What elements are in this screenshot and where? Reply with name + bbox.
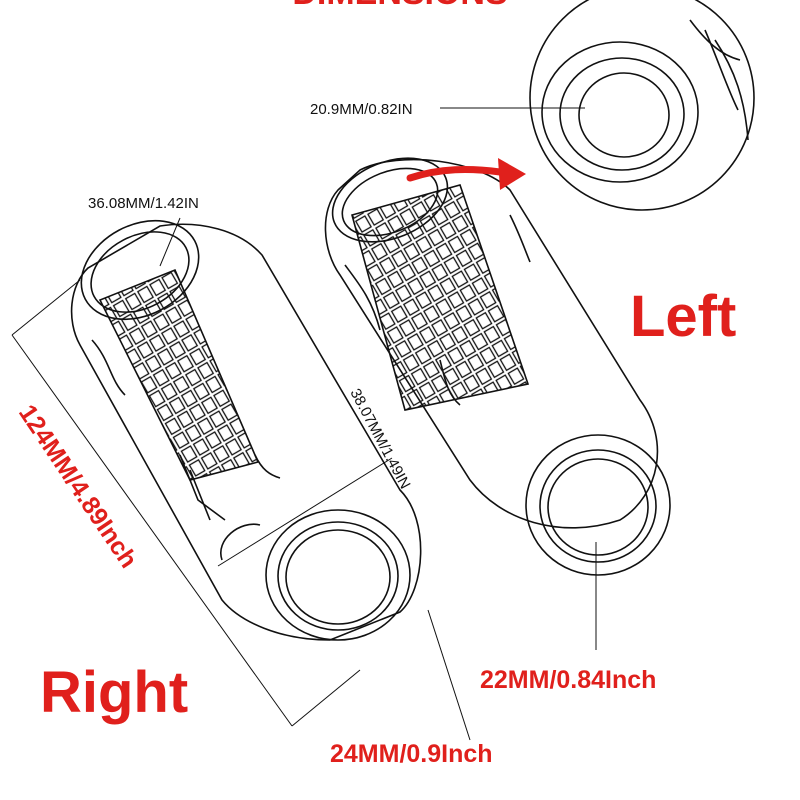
left-bore-label: 22MM/0.84Inch [480,666,656,694]
page-title: DIMENSIONS [292,0,507,12]
red-curved-arrow-icon [406,158,526,190]
right-outer-diameter-label: 36.08MM/1.42IN [88,195,199,212]
left-side-label: Left [630,284,736,349]
right-bore-label: 24MM/0.9Inch [330,740,493,768]
left-inner-diameter-label: 20.9MM/0.82IN [310,101,413,118]
length-label: 124MM/4.89Inch [13,400,143,573]
detail-magnifier [529,0,755,211]
dimension-lines [11,107,597,741]
right-side-label: Right [40,660,188,725]
